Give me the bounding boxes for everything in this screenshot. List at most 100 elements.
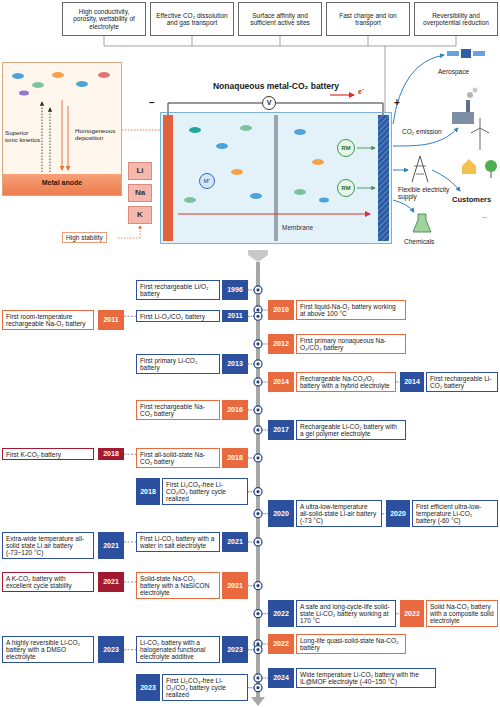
year-box: 2016 — [222, 400, 248, 420]
milestone-text: A highly reversible Li-CO₂ battery with … — [6, 639, 90, 661]
milestone-box: First K-CO₂ battery — [2, 448, 94, 460]
property-box: Fast charge and ion transport — [326, 2, 410, 36]
milestone-text: A safe and long-cycle-life solid-state L… — [300, 603, 392, 625]
battery-cell: Nonaqueous metal-CO₂ batteryMembraneM⁺RM… — [160, 112, 392, 244]
battery-art — [139, 226, 142, 229]
timeline-dot — [256, 540, 259, 543]
year-box: 2023 — [136, 674, 160, 701]
ion-label: M⁺ — [204, 178, 211, 185]
application-icons — [452, 112, 474, 124]
timeline — [248, 262, 268, 706]
battery-art — [216, 143, 228, 149]
timeline-marker — [254, 378, 262, 386]
property-text: Fast charge and ion transport — [330, 12, 406, 27]
metal-tag: K — [128, 206, 152, 224]
mediator-label: RM — [341, 185, 350, 192]
application-icons — [466, 100, 470, 112]
application-icons — [393, 55, 444, 124]
milestone-box: Solid Na-CO₂ battery with a composite so… — [426, 600, 498, 627]
year-box: 2018 — [136, 478, 160, 505]
anode-inset-art — [3, 174, 122, 196]
property-box: Surface affinity and sufficient active s… — [238, 2, 322, 36]
timeline-marker — [254, 674, 262, 682]
property-links — [192, 36, 193, 46]
year-box: 2014 — [268, 372, 294, 392]
timeline-marker — [254, 426, 262, 434]
anode-inset-art — [12, 73, 24, 79]
timeline-dot — [256, 342, 259, 345]
milestone-text: Wide temperature Li-CO₂ battery with the… — [300, 671, 432, 686]
year-label: 2014 — [404, 378, 420, 386]
battery-art — [276, 103, 383, 115]
timeline-marker — [254, 360, 262, 368]
milestone-box: Extra-wide temperature all-solid state L… — [2, 532, 94, 559]
property-links — [104, 46, 456, 47]
timeline-dot — [256, 288, 259, 291]
battery-art — [319, 198, 329, 203]
milestone-box: Li-CO₂ battery with a halogenated functi… — [136, 636, 220, 663]
year-label: 2018 — [103, 450, 119, 458]
year-label: 2023 — [140, 684, 156, 692]
inset-text: Homogeneous deposition — [75, 127, 121, 141]
year-box: 2017 — [268, 420, 294, 440]
year-box: 2022 — [268, 634, 294, 654]
milestone-box: A K-CO₂ battery with excellent cycle sta… — [2, 572, 94, 592]
battery-art — [312, 159, 324, 165]
property-links — [104, 36, 456, 113]
milestone-box: Solid-state Na-CO₂ battery with a NaSICO… — [136, 572, 220, 599]
timeline-marker — [254, 510, 262, 518]
timeline-marker — [254, 312, 262, 320]
year-label: 2011 — [227, 312, 242, 320]
timeline-dot — [256, 380, 259, 383]
year-box: 2023 — [222, 636, 248, 663]
year-box: 2018 — [222, 448, 248, 468]
year-label: 2013 — [227, 360, 243, 368]
year-box: 2020 — [386, 500, 410, 527]
timeline-marker — [254, 646, 262, 654]
anode-inset-art — [68, 106, 69, 170]
year-label: 2017 — [273, 426, 289, 434]
application-icons — [471, 128, 480, 133]
year-box: 1996 — [222, 280, 248, 300]
timeline-stub — [248, 409, 254, 410]
milestone-text: First primary Li-CO₂ battery — [140, 357, 216, 372]
ion-circle: M⁺ — [199, 173, 215, 189]
timeline-dot — [256, 512, 259, 515]
battery-art — [184, 197, 196, 203]
connector — [124, 316, 136, 317]
milestone-box: Rechargeable Li-CO₂ battery with a gel p… — [296, 420, 406, 440]
timeline-dot — [256, 315, 259, 318]
milestone-box: Rechargeable Na-CO₂/O₂ battery with a hy… — [296, 372, 396, 392]
inset-text: Superior ionic kinetics — [5, 129, 41, 143]
milestone-box: First room-temperature rechargeable Na-O… — [2, 310, 94, 330]
milestone-text: First Li₂CO₃-free Li-CO₂/O₂ battery cycl… — [166, 481, 244, 503]
connector — [122, 130, 160, 131]
timeline-stub — [248, 363, 254, 364]
year-box: 2010 — [268, 300, 294, 320]
milestone-box: A safe and long-cycle-life solid-state L… — [296, 600, 396, 627]
application-icons — [412, 156, 428, 182]
milestone-box: First rechargeable Na-CO₂ battery — [136, 400, 220, 420]
battery-art — [330, 94, 354, 95]
year-label: 2023 — [227, 646, 243, 654]
year-box: 2021 — [98, 572, 124, 592]
anode-inset-art — [32, 82, 44, 88]
ellipsis-label: ... — [482, 212, 487, 219]
timeline-stub — [248, 649, 254, 650]
property-links — [280, 36, 281, 46]
year-label: 2014 — [273, 378, 289, 386]
anode-inset-art — [42, 102, 43, 172]
milestone-text: First rechargeable Li/O₂ battery — [140, 283, 216, 298]
application-icons — [461, 49, 471, 58]
battery-art — [178, 213, 370, 214]
application-icons — [480, 128, 489, 133]
timeline-marker — [254, 454, 262, 462]
property-box: Reversibility and overpotential reductio… — [414, 2, 498, 36]
milestone-box: A ultra-low-temperature all-solid-state … — [296, 500, 382, 527]
application-icons — [473, 88, 478, 93]
anode-inset-art — [98, 72, 110, 78]
year-box: 2011 — [222, 310, 248, 322]
milestone-box: A highly reversible Li-CO₂ battery with … — [2, 636, 94, 663]
anode-inset-art — [62, 100, 63, 170]
year-box: 2014 — [400, 372, 424, 392]
